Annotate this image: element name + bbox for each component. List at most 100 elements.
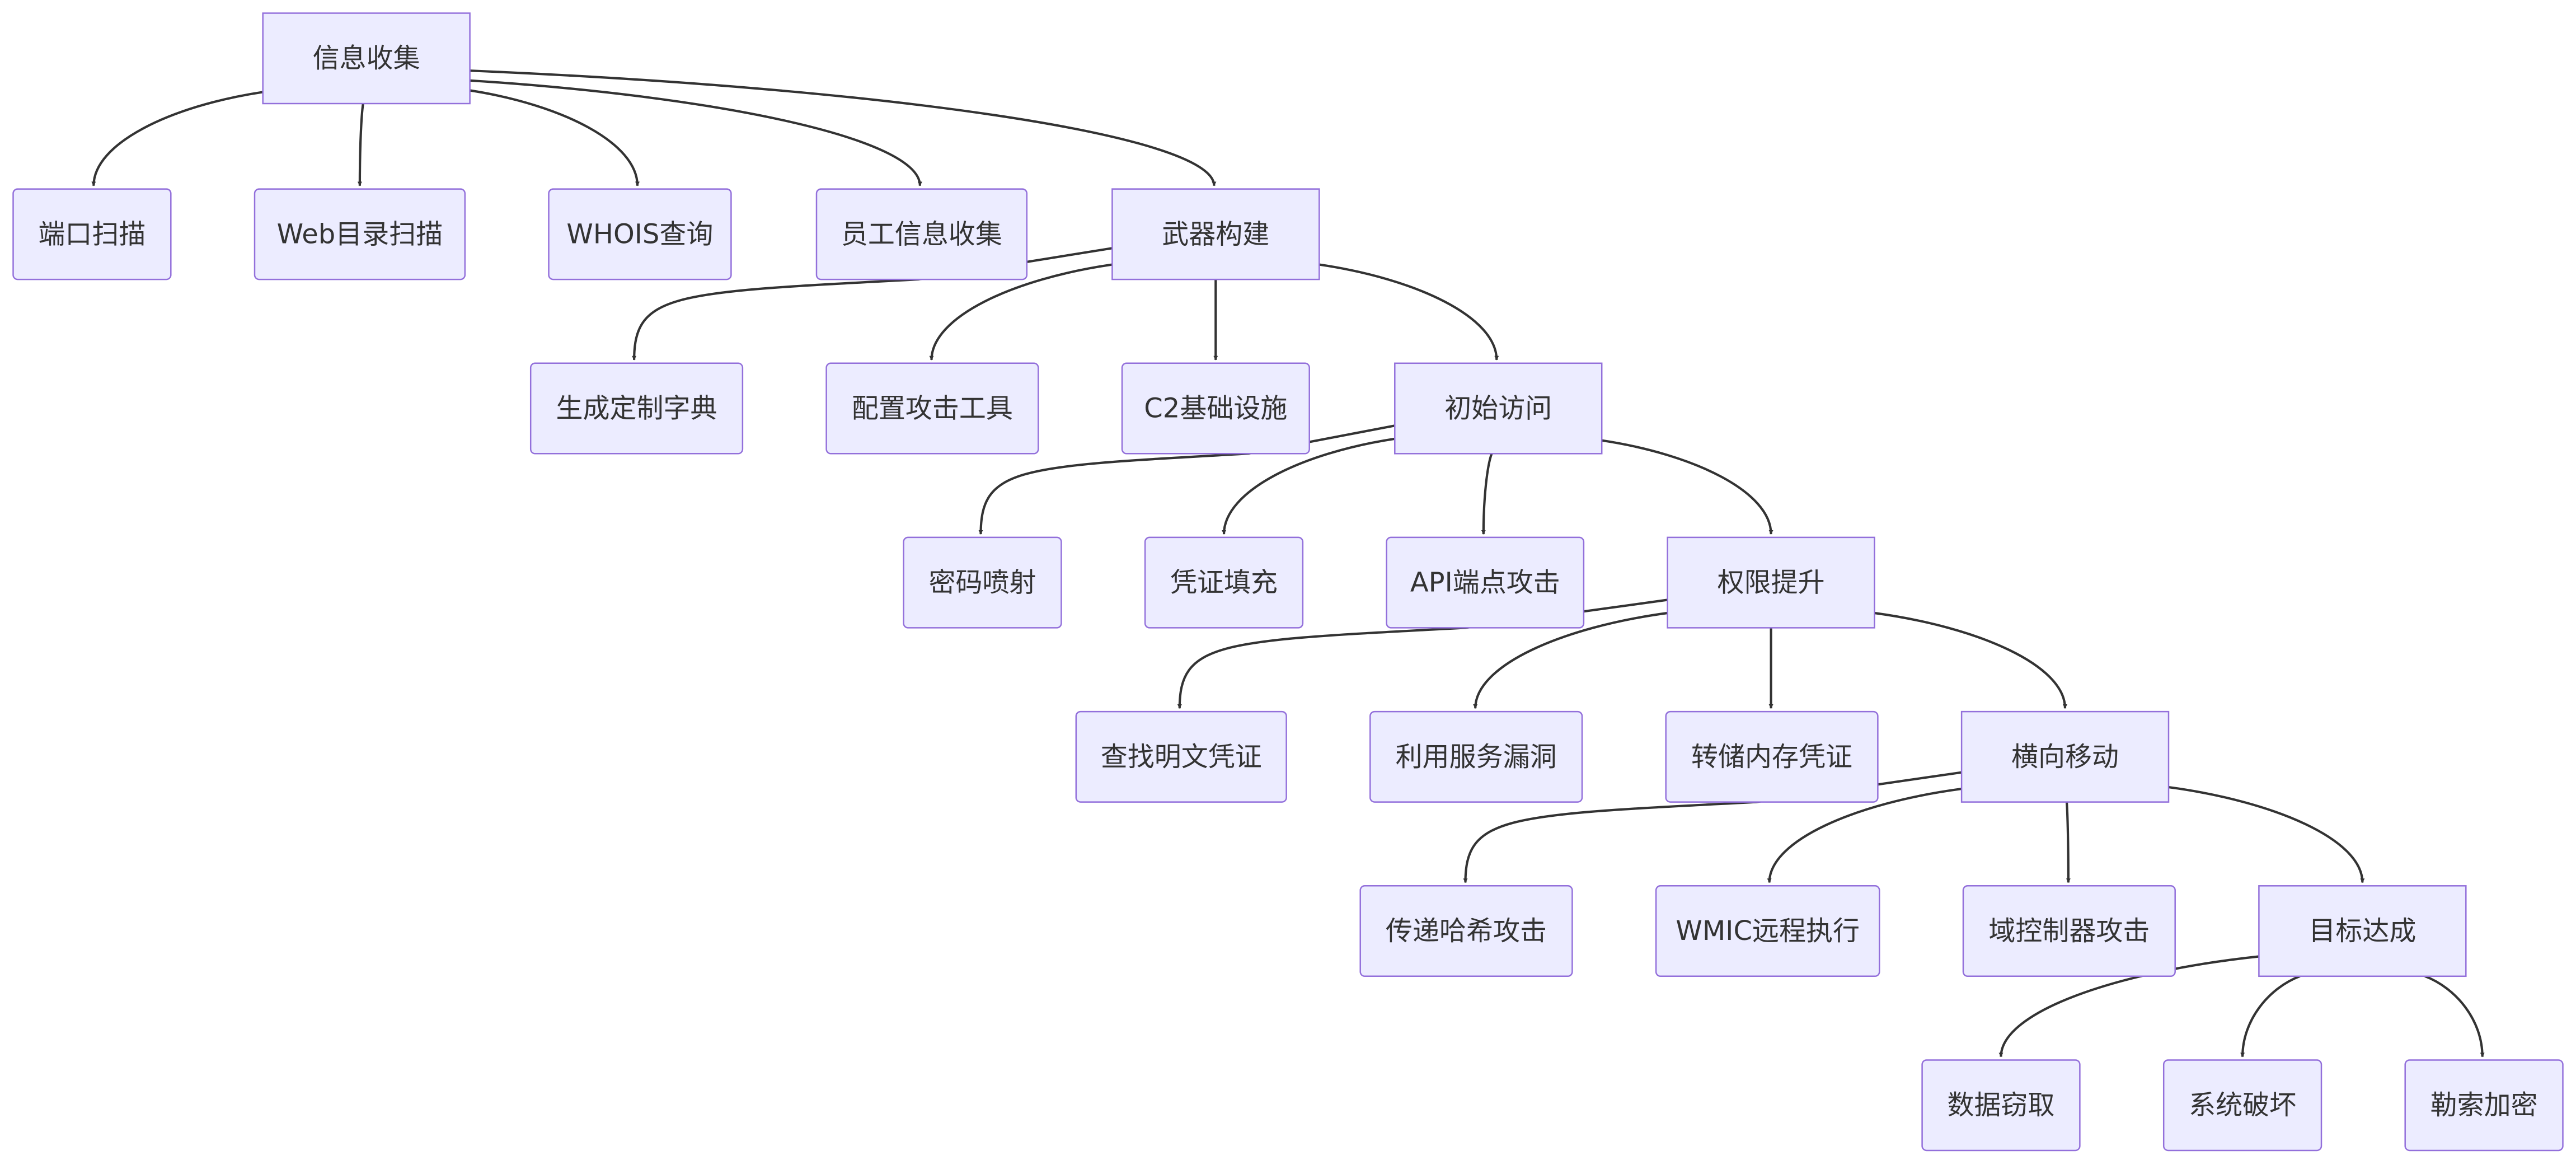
node-box: [1359, 885, 1573, 977]
edge-info-whois: [470, 89, 640, 186]
node-label: 横向移动: [2011, 741, 2119, 773]
node-info: 信息收集: [262, 12, 471, 105]
edge-weapon-dict: [632, 247, 1113, 361]
node-box: [529, 362, 744, 455]
edge-goal-ransom: [2424, 975, 2485, 1058]
node-box: [2162, 1059, 2322, 1152]
node-weapon: 武器构建: [1111, 188, 1320, 280]
node-box: [1921, 1059, 2081, 1152]
node-box: [1962, 885, 2176, 977]
node-label: API端点攻击: [1410, 567, 1560, 598]
node-label: 信息收集: [313, 43, 420, 74]
node-label: WMIC远程执行: [1676, 915, 1860, 947]
edge-lateral-wmic: [1767, 788, 1962, 883]
node-label: C2基础设施: [1144, 393, 1287, 424]
edge-priv-lateral: [1874, 611, 2067, 709]
node-label: 初始访问: [1444, 393, 1552, 424]
node-dump: 转储内存凭证: [1665, 710, 1879, 803]
node-label: 权限提升: [1718, 567, 1825, 598]
node-pth: 传递哈希攻击: [1359, 885, 1573, 977]
node-plain: 查找明文凭证: [1075, 710, 1287, 803]
node-box: [254, 188, 466, 280]
edge-info-port: [91, 91, 264, 186]
node-box: [1655, 885, 1880, 977]
node-label: 勒索加密: [2430, 1089, 2538, 1121]
node-spray: 密码喷射: [903, 536, 1062, 629]
node-box: [1667, 536, 1875, 629]
node-priv: 权限提升: [1667, 536, 1875, 629]
node-label: 武器构建: [1162, 218, 1269, 250]
node-box: [12, 188, 172, 280]
node-box: [1369, 710, 1583, 803]
node-box: [1111, 188, 1320, 280]
edge-initial-api: [1481, 453, 1493, 535]
edge-info-webdir: [357, 103, 364, 186]
node-tools: 配置攻击工具: [825, 362, 1039, 455]
node-wmic: WMIC远程执行: [1655, 885, 1880, 977]
node-label: 端口扫描: [38, 218, 146, 250]
node-label: 转储内存凭证: [1691, 741, 1852, 773]
node-label: 员工信息收集: [841, 218, 1002, 250]
node-ransom: 勒索加密: [2404, 1059, 2564, 1152]
node-whois: WHOIS查询: [548, 188, 732, 280]
node-label: 生成定制字典: [556, 393, 717, 424]
edge-initial-spray: [978, 424, 1395, 535]
node-box: [262, 12, 471, 105]
node-label: 配置攻击工具: [852, 393, 1013, 424]
node-label: 利用服务漏洞: [1396, 741, 1557, 773]
node-box: [2404, 1059, 2564, 1152]
node-box: [903, 536, 1062, 629]
node-label: 域控制器攻击: [1988, 915, 2150, 947]
edge-lateral-dc: [2065, 802, 2071, 883]
node-label: 数据窃取: [1947, 1089, 2054, 1121]
node-staff: 员工信息收集: [815, 188, 1028, 280]
node-box: [1386, 536, 1585, 629]
node-api: API端点攻击: [1386, 536, 1585, 629]
node-box: [2258, 885, 2467, 977]
edge-priv-plain: [1177, 598, 1668, 709]
node-svc: 利用服务漏洞: [1369, 710, 1583, 803]
node-stuff: 凭证填充: [1144, 536, 1304, 629]
node-dict: 生成定制字典: [529, 362, 744, 455]
edge-goal-destroy: [2240, 975, 2301, 1058]
edges-layer: [91, 69, 2485, 1058]
edge-lateral-pth: [1463, 771, 1962, 883]
node-label: 凭证填充: [1170, 567, 1278, 598]
edge-lateral-goal: [2168, 786, 2365, 883]
node-destroy: 系统破坏: [2162, 1059, 2322, 1152]
node-port: 端口扫描: [12, 188, 172, 280]
node-box: [1394, 362, 1603, 455]
node-box: [548, 188, 732, 280]
node-label: 目标达成: [2308, 915, 2416, 947]
node-c2: C2基础设施: [1121, 362, 1310, 455]
node-box: [1121, 362, 1310, 455]
node-box: [1144, 536, 1304, 629]
node-box: [1960, 710, 2170, 803]
edge-weapon-initial: [1319, 263, 1499, 361]
node-label: 系统破坏: [2189, 1089, 2296, 1121]
edge-goal-exfil: [1998, 955, 2259, 1058]
node-label: 查找明文凭证: [1101, 741, 1262, 773]
edge-weapon-tools: [929, 263, 1113, 361]
node-box: [815, 188, 1028, 280]
node-box: [825, 362, 1039, 455]
edge-initial-priv: [1601, 439, 1773, 535]
edge-info-staff: [470, 79, 922, 186]
node-goal: 目标达成: [2258, 885, 2467, 977]
node-label: WHOIS查询: [566, 218, 713, 250]
edge-priv-svc: [1473, 611, 1668, 709]
edge-initial-stuff: [1222, 437, 1395, 535]
node-lateral: 横向移动: [1960, 710, 2170, 803]
node-dc: 域控制器攻击: [1962, 885, 2176, 977]
node-label: Web目录扫描: [277, 218, 443, 250]
node-webdir: Web目录扫描: [254, 188, 466, 280]
node-exfil: 数据窃取: [1921, 1059, 2081, 1152]
node-label: 密码喷射: [928, 567, 1036, 598]
edge-info-weapon: [470, 69, 1217, 186]
node-initial: 初始访问: [1394, 362, 1603, 455]
node-box: [1665, 710, 1879, 803]
node-box: [1075, 710, 1287, 803]
node-label: 传递哈希攻击: [1386, 915, 1547, 947]
